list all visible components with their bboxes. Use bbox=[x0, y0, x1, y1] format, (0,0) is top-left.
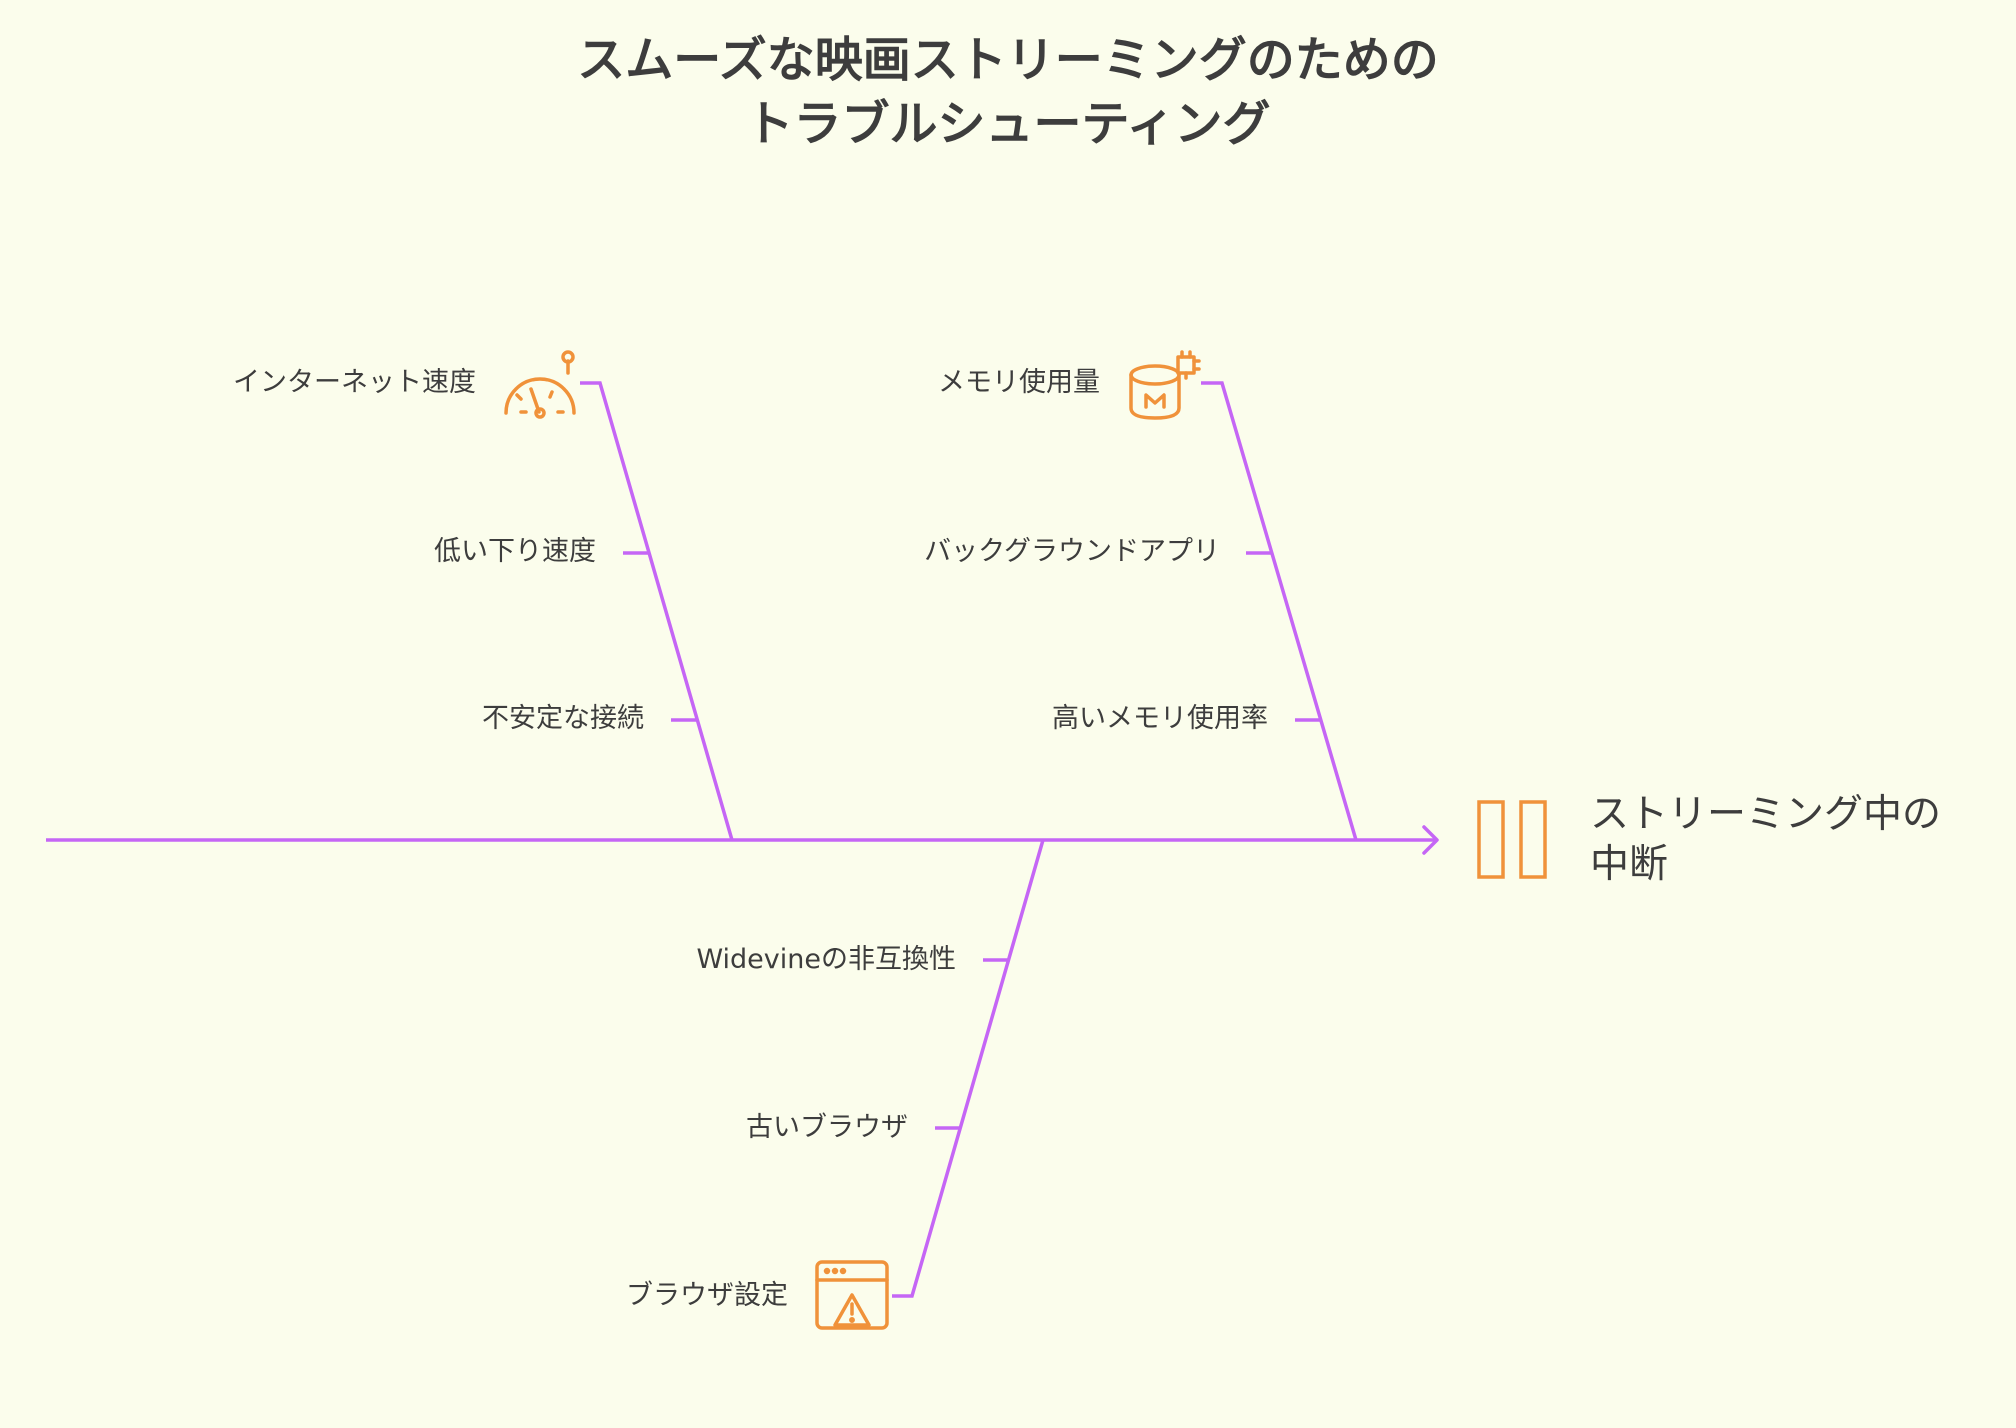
bone-memory-usage bbox=[1201, 381, 1358, 841]
title-line-2: トラブルシューティング bbox=[745, 96, 1271, 152]
cause-label-old-browser: 古いブラウザ bbox=[746, 1112, 908, 1143]
cause-label-widevine: Widevineの非互換性 bbox=[696, 944, 956, 975]
spine-arrowhead bbox=[1422, 825, 1439, 855]
cause-label-high-memory: 高いメモリ使用率 bbox=[1052, 703, 1268, 734]
bone-internet-speed bbox=[580, 381, 734, 841]
diagram-title: スムーズな映画ストリーミングのための トラブルシューティング bbox=[0, 28, 2016, 156]
speedometer-icon bbox=[504, 350, 576, 419]
cause-label-background-apps: バックグラウンドアプリ bbox=[924, 536, 1220, 567]
bone-browser-settings bbox=[892, 839, 1045, 1298]
pause-icon bbox=[1477, 800, 1547, 879]
category-label-memory-usage: メモリ使用量 bbox=[938, 367, 1100, 398]
category-label-browser-settings: ブラウザ設定 bbox=[626, 1280, 788, 1311]
cause-label-unstable-connection: 不安定な接続 bbox=[482, 703, 644, 734]
cause-label-low-download: 低い下り速度 bbox=[434, 536, 596, 567]
effect-label-line-2: 中断 bbox=[1590, 842, 1669, 887]
memory-chip-icon bbox=[1129, 350, 1201, 420]
effect-label-line-1: ストリーミング中の bbox=[1590, 792, 1942, 837]
title-line-1: スムーズな映画ストリーミングのための bbox=[577, 32, 1439, 88]
effect-label: ストリーミング中の 中断 bbox=[1590, 790, 1990, 890]
browser-warning-icon bbox=[815, 1260, 889, 1330]
category-label-internet-speed: インターネット速度 bbox=[233, 367, 476, 398]
